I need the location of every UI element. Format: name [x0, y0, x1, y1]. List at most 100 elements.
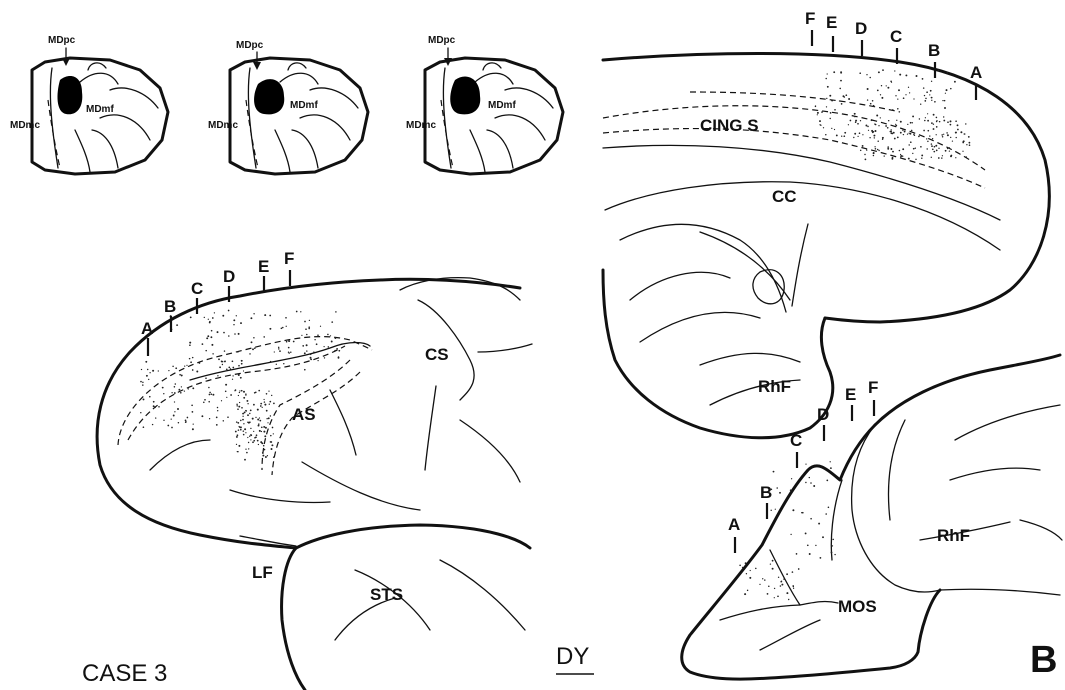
label-dot: [221, 360, 223, 362]
label-dot: [944, 107, 946, 109]
label-dot: [832, 539, 834, 541]
label-dot: [946, 89, 948, 91]
label-dot: [826, 98, 827, 99]
label-dot: [919, 118, 920, 119]
label-dot: [873, 105, 875, 107]
label-dot: [243, 391, 245, 393]
label-dot: [923, 87, 924, 88]
label-dot: [310, 357, 312, 359]
ventral-label-dots: [739, 461, 835, 600]
label-dot: [270, 435, 272, 437]
ventral-tick-b: B: [760, 483, 772, 502]
label-dot: [828, 507, 830, 509]
label-dot: [822, 536, 824, 538]
label-dot: [790, 489, 792, 491]
label-dot: [261, 431, 262, 432]
label-dot: [742, 567, 743, 568]
label-dot: [206, 337, 208, 339]
label-dot: [250, 428, 251, 429]
label-dot: [830, 467, 832, 469]
label-dot: [935, 145, 937, 147]
label-dot: [274, 351, 275, 352]
label-dot: [865, 125, 867, 127]
label-dot: [227, 416, 229, 418]
label-dot: [952, 141, 953, 142]
label-dot: [818, 523, 820, 525]
label-dot: [260, 403, 262, 405]
label-dot: [874, 146, 875, 147]
label-dot: [809, 477, 810, 478]
label-dot: [877, 90, 879, 92]
label-dot: [192, 387, 194, 389]
label-dot: [810, 518, 812, 520]
label-dot: [831, 551, 833, 553]
label-dot: [866, 149, 867, 150]
label-dot: [246, 452, 248, 454]
label-dot: [947, 148, 948, 149]
label-dot: [237, 408, 239, 410]
label-dot: [279, 350, 281, 352]
label-dot: [920, 146, 922, 148]
label-dot: [145, 361, 147, 363]
label-dot: [788, 599, 789, 600]
label-dot: [293, 341, 295, 343]
label-dot: [232, 367, 234, 369]
mdpc-label-2: MDpc: [236, 40, 264, 51]
thalamus-section-2: [230, 58, 368, 174]
medial-tick-d: D: [855, 19, 867, 38]
label-dot: [181, 386, 182, 387]
label-dot: [238, 445, 240, 447]
label-dot: [843, 135, 845, 137]
label-dot: [208, 319, 209, 320]
label-dot: [278, 348, 280, 350]
label-dot: [255, 417, 256, 418]
label-dot: [921, 157, 922, 158]
label-dot: [840, 71, 842, 73]
label-dot: [226, 397, 227, 398]
label-dot: [854, 133, 856, 135]
label-dot: [271, 448, 273, 450]
label-dot: [798, 568, 800, 570]
label-dot: [269, 401, 271, 403]
label-dot: [267, 422, 268, 423]
label-dot: [791, 478, 792, 479]
label-dot: [171, 418, 172, 419]
label-dot: [261, 426, 263, 428]
label-dot: [236, 404, 238, 406]
label-dot: [247, 437, 248, 438]
label-dot: [158, 406, 160, 408]
label-dot: [834, 129, 835, 130]
label-dot: [890, 131, 892, 133]
label-dot: [283, 363, 284, 364]
label-dot: [805, 532, 807, 534]
label-dot: [931, 143, 932, 144]
label-dot: [228, 335, 230, 337]
label-dot: [208, 401, 210, 403]
label-dot: [897, 98, 898, 99]
label-dot: [939, 121, 941, 123]
label-dot: [888, 120, 889, 121]
label-dot: [873, 135, 875, 137]
label-dot: [232, 375, 233, 376]
label-dot: [874, 137, 875, 138]
label-dot: [320, 326, 321, 327]
label-dot: [895, 95, 896, 96]
label-dot: [790, 534, 791, 535]
label-dot: [306, 334, 308, 336]
label-dot: [236, 405, 237, 406]
label-dot: [878, 125, 879, 126]
label-dot: [250, 434, 252, 436]
label-dot: [780, 581, 782, 583]
label-dot: [249, 421, 251, 423]
label-dot: [278, 347, 279, 348]
label-dot: [201, 415, 203, 417]
label-dot: [873, 155, 875, 157]
label-dot: [338, 350, 340, 352]
label-dot: [263, 399, 264, 400]
label-dot: [892, 151, 894, 153]
label-dot: [239, 390, 240, 391]
label-dot: [236, 444, 237, 445]
label-dot: [233, 319, 235, 321]
label-dot: [880, 117, 881, 118]
label-dot: [178, 389, 180, 391]
